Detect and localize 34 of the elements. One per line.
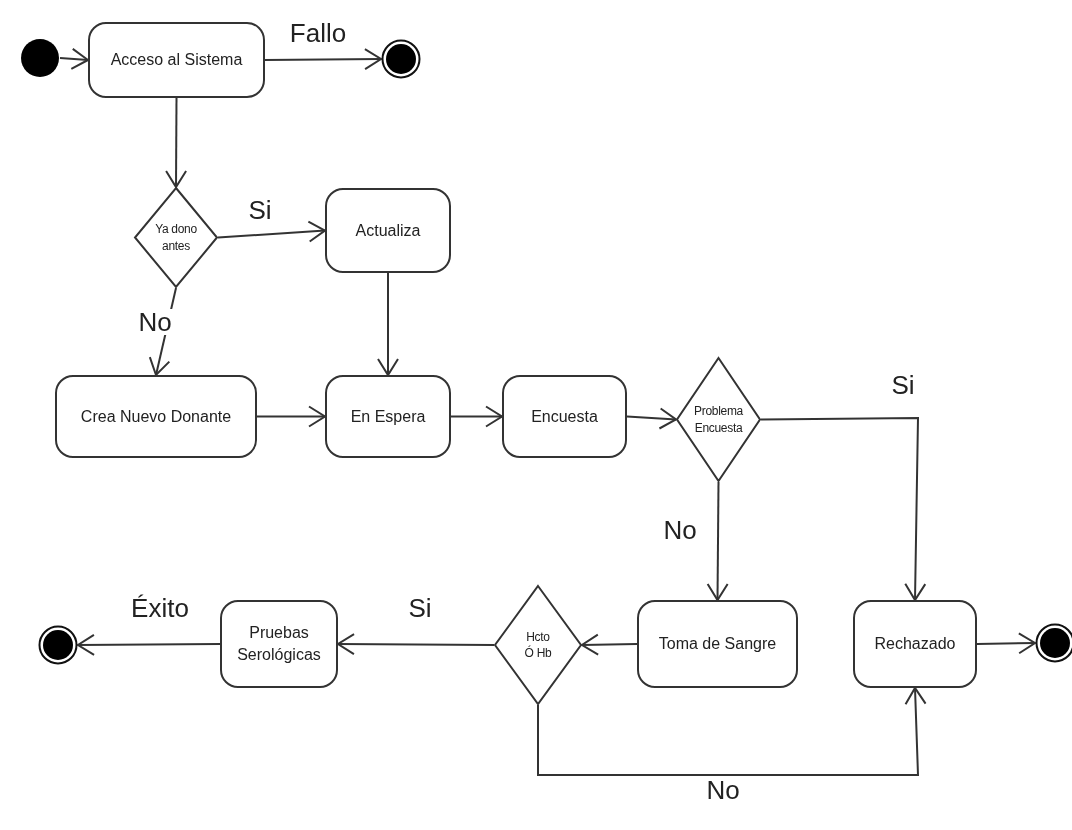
node-label: Acceso al Sistema xyxy=(110,50,243,71)
arrow xyxy=(377,272,399,376)
arrow xyxy=(581,633,638,656)
node-label: Actualiza xyxy=(355,220,421,241)
activity-box xyxy=(502,375,627,458)
node-label: En Espera xyxy=(350,406,426,427)
activity-box xyxy=(220,600,338,688)
node-label: Ya dono antes xyxy=(154,221,198,254)
arrow xyxy=(537,687,927,776)
arrow xyxy=(337,633,495,656)
node-label: Encuesta xyxy=(531,406,598,427)
arrow xyxy=(706,481,729,601)
node-label: Pruebas Serológicas xyxy=(236,623,322,665)
arrow xyxy=(626,407,677,430)
arrow xyxy=(264,48,382,71)
activity-box xyxy=(55,375,257,458)
node-label: Problema Encuesta xyxy=(693,403,744,436)
node-label: Toma de Sangre xyxy=(658,634,777,655)
activity-box xyxy=(88,22,265,98)
arrow xyxy=(77,633,221,656)
arrow xyxy=(217,220,326,243)
arrow xyxy=(976,632,1036,655)
arrow xyxy=(256,405,326,428)
activity-box xyxy=(637,600,798,688)
activity-box xyxy=(853,600,977,688)
arrow xyxy=(760,417,927,601)
activity-box xyxy=(325,375,451,458)
arrow xyxy=(450,405,503,428)
node-label: Crea Nuevo Donante xyxy=(80,406,232,427)
node-label: Hcto Ó Hb xyxy=(523,628,553,662)
node-label: Rechazado xyxy=(874,634,956,655)
arrow xyxy=(59,47,89,70)
activity-box xyxy=(325,188,451,273)
arrow xyxy=(165,97,188,188)
